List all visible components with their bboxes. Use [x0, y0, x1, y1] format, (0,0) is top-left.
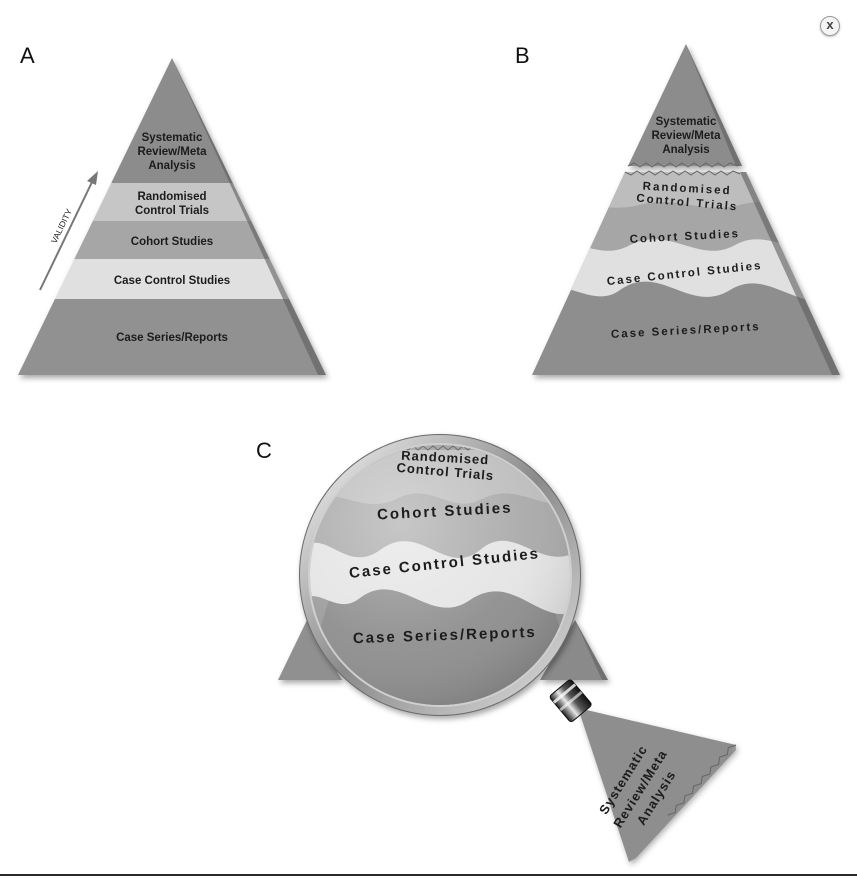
label-b-systematic-1: Systematic [656, 116, 717, 128]
bottom-divider [0, 874, 857, 876]
band-case-series [18, 299, 326, 375]
magnifying-glass-icon [299, 434, 592, 723]
label-a-systematic-1: Systematic [142, 132, 203, 144]
label-b-cohort: Cohort Studies [629, 228, 740, 246]
label-a-randomised-2: Control Trials [135, 205, 209, 217]
label-b-systematic-2: Review/Meta [651, 130, 721, 142]
panel-a-label: A [20, 43, 35, 68]
label-b-systematic-3: Analysis [662, 144, 709, 156]
pyramid-c-detached-top [578, 708, 737, 862]
pyramid-c-base [278, 620, 608, 680]
panel-c-label: C [256, 438, 272, 463]
label-c-randomised-1: Randomised [401, 448, 490, 468]
pyramid-b-top [627, 44, 742, 168]
label-a-randomised-1: Randomised [137, 191, 206, 203]
label-a-case-series: Case Series/Reports [116, 332, 228, 344]
label-a-cohort: Cohort Studies [131, 236, 213, 248]
label-c-case-series: Case Series/Reports [353, 624, 537, 647]
close-button[interactable]: x [820, 16, 840, 36]
label-a-systematic-3: Analysis [148, 160, 195, 172]
panel-b-label: B [515, 43, 530, 68]
label-a-case-control: Case Control Studies [114, 275, 230, 287]
label-b-randomised-1: Randomised [642, 181, 732, 198]
label-a-systematic-2: Review/Meta [137, 146, 207, 158]
